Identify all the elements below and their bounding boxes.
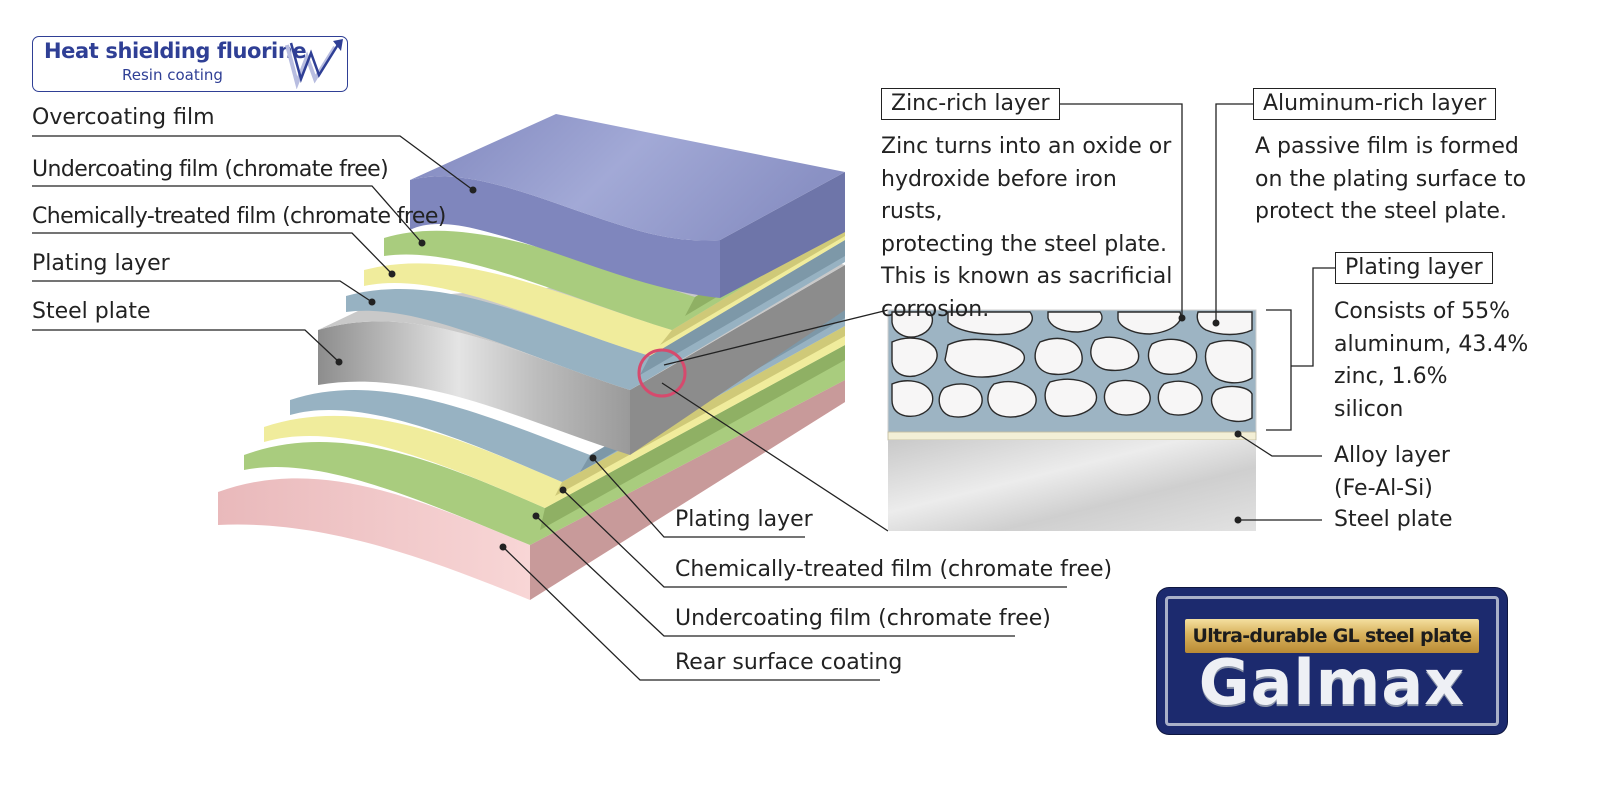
label-rear-chemically-treated-film: Chemically-treated film (chromate free) [675,557,1113,582]
left-leader-lines [32,135,474,363]
zoom-guide-lines [661,309,889,532]
bottom-leader-lines [502,457,1067,681]
label-rear-undercoating-film: Undercoating film (chromate free) [675,606,1051,631]
alloy-layer-label: Alloy layer (Fe-Al-Si) [1334,443,1450,501]
cross-section [887,309,1257,531]
label-rear-plating-layer: Plating layer [675,507,813,532]
zinc-rich-title: Zinc-rich layer [881,88,1060,120]
alloy-layer-band [887,431,1257,441]
steel-plate-band [888,440,1256,531]
right-leader-lines [1046,103,1336,521]
plating-layer-title: Plating layer [1335,252,1493,284]
aluminum-rich-description: A passive film is formed on the plating … [1255,134,1527,224]
badge-subtitle: Resin coating [122,66,223,84]
badge-title: Heat shielding fluorine [44,39,307,63]
layer-rear-surface [218,380,845,600]
label-rear-surface-coating: Rear surface coating [675,650,903,675]
right-leader-dots [1178,314,1242,524]
steel-plate-label: Steel plate [1334,507,1453,532]
label-plating-layer: Plating layer [32,251,170,276]
label-steel-plate: Steel plate [32,299,151,324]
plating-layer-description: Consists of 55% aluminum, 43.4% zinc, 1.… [1334,299,1529,422]
upward-arrow-icon [285,39,343,89]
left-leader-dots [335,186,477,366]
bottom-leader-dots [499,454,597,551]
aluminum-grains [891,311,1253,423]
logo-name: Galmax [1198,646,1466,719]
layer-front-plating [346,240,845,390]
logo-frame [1165,596,1499,726]
magnify-circle [637,348,687,398]
layer-overcoat [410,114,845,298]
zinc-rich-description: Zinc turns into an oxide or hydroxide be… [881,134,1173,322]
galmax-logo: Ultra-durable GL steel plate Galmax [1157,588,1507,734]
heat-shielding-badge: Heat shielding fluorine Resin coating [32,36,348,92]
label-overcoating-film: Overcoating film [32,105,215,130]
label-undercoating-film: Undercoating film (chromate free) [32,157,389,182]
aluminum-rich-title: Aluminum-rich layer [1253,88,1497,120]
logo-tagline: Ultra-durable GL steel plate [1185,619,1479,653]
label-chemically-treated-film: Chemically-treated film (chromate free) [32,204,446,229]
